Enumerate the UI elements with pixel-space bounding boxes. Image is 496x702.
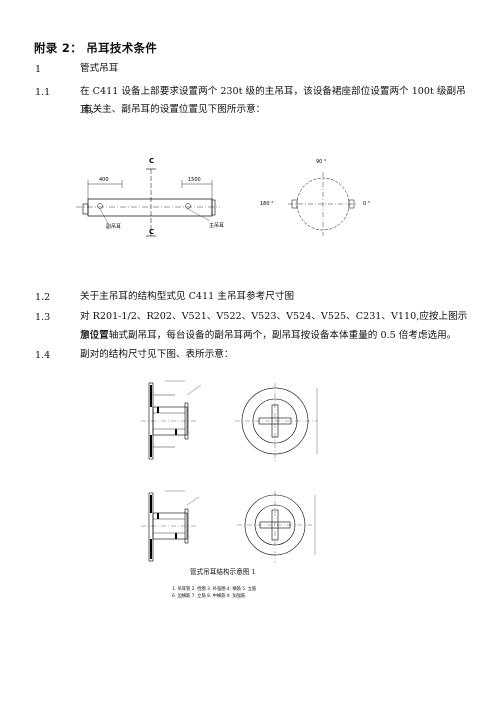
section-number: 1.3 [35,312,51,323]
section-text: 管式吊耳 [80,63,119,74]
section-text-continued: 有关主、副吊耳的设置位置见下图所示意： [83,104,266,115]
dimension-left: 400 [99,177,109,183]
figure-legend: 1. 吊耳管 2. 挡圈 3. 补强圈 4. 横筋 5. 立筋 [172,587,257,592]
section-number: 1.1 [35,87,51,98]
angle-90-label: 90 ° [316,159,327,165]
dimension-right: 1500 [188,177,201,183]
main-lug [185,203,191,209]
appendix-title: 附录 2： 吊耳技术条件 [34,41,158,55]
section-number: 1 [35,64,42,75]
section-number: 1.2 [35,292,51,303]
section-number: 1.4 [35,350,51,361]
section-text: 在 C411 设备上部要求设置两个 230t 级的主吊耳，该设备裙座部位设置两个… [80,86,466,116]
tube-lug-diagram-upper [141,380,318,463]
vessel-body [87,198,213,217]
section-text: 对 R201-1/2、R202、V521、V522、V523、V524、V525… [80,311,468,341]
angle-180-label: 180 ° [260,201,274,207]
section-text: 副对的结构尺寸见下图、表所示意： [80,349,234,360]
lug-layout-diagram: C C 400 1500 副吊耳 主吊耳 90 ° 180 ° 0 ° [76,157,371,237]
aux-lug-label: 副吊耳 [106,223,121,230]
section-label-top: C [149,157,154,165]
figure-caption: 管式吊耳结构示意图 1 [190,568,256,576]
angle-0-label: 0 ° [363,201,371,207]
section-label-bottom: C [149,228,154,236]
aux-lug [97,203,103,209]
tube-lug-diagram-lower [141,490,316,563]
main-lug-label: 主吊耳 [209,222,224,229]
section-text-continued: 加设管轴式副吊耳，每台设备的副吊耳两个，副吊耳按设备本体重量的 0.5 倍考虑选… [80,330,457,341]
figure-legend: 6. 边横筋 7. 立筋 8. 中横筋 9. 加强筋 [172,594,246,599]
section-text: 关于主吊耳的结构型式见 C411 主吊耳参考尺寸图 [80,291,295,302]
